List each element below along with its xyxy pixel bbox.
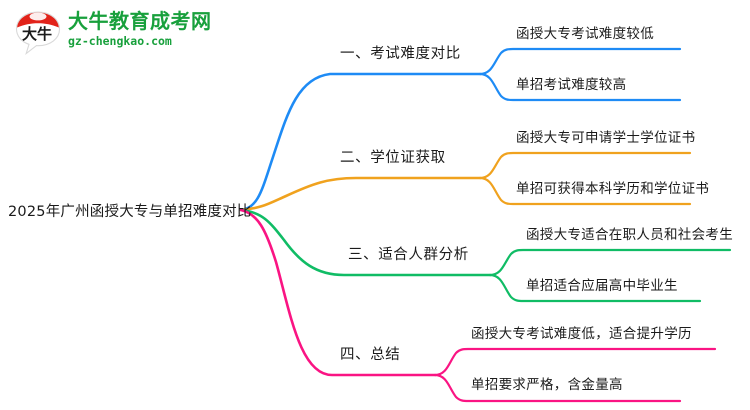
wire-leaf-2-1 xyxy=(478,151,692,180)
branch-node-3[interactable]: 三、适合人群分析 xyxy=(348,247,469,263)
branch-node-2[interactable]: 二、学位证获取 xyxy=(340,150,446,166)
leaf-node-3-2[interactable]: 单招适合应届高中毕业生 xyxy=(526,278,678,294)
wire-leaf-3-1 xyxy=(488,248,732,277)
leaf-node-4-2[interactable]: 单招要求严格，含金量高 xyxy=(471,377,623,393)
leaf-node-4-1[interactable]: 函授大专考试难度低，适合提升学历 xyxy=(471,326,692,342)
wire-leaf-4-1 xyxy=(433,347,717,377)
leaf-node-2-1[interactable]: 函授大专可申请学士学位证书 xyxy=(516,130,696,146)
wire-branch-3 xyxy=(239,208,492,277)
site-logo: 大牛 大牛教育成考网 gz-chengkao.com xyxy=(14,8,234,58)
wire-leaf-1-2 xyxy=(478,72,682,102)
logo-mark-icon: 大牛 xyxy=(15,11,61,55)
leaf-node-3-1[interactable]: 函授大专适合在职人员和社会考生 xyxy=(526,227,733,243)
wire-leaf-4-2 xyxy=(433,373,682,403)
leaf-node-2-2[interactable]: 单招可获得本科学历和学位证书 xyxy=(516,181,710,197)
leaf-node-1-2[interactable]: 单招考试难度较高 xyxy=(516,77,627,93)
wire-branch-4 xyxy=(239,208,437,377)
logo-brand-en: gz-chengkao.com xyxy=(68,34,172,48)
root-node[interactable]: 2025年广州函授大专与单招难度对比 xyxy=(8,204,252,220)
wire-branch-2 xyxy=(239,176,482,212)
logo-brand-cn: 大牛教育成考网 xyxy=(68,9,212,33)
wire-branch-1 xyxy=(239,72,482,212)
svg-text:大牛: 大牛 xyxy=(22,25,52,43)
wire-leaf-3-2 xyxy=(488,273,702,303)
wire-leaf-2-2 xyxy=(478,176,692,206)
wire-leaf-1-1 xyxy=(478,47,682,76)
leaf-node-1-1[interactable]: 函授大专考试难度较低 xyxy=(516,26,654,42)
branch-node-1[interactable]: 一、考试难度对比 xyxy=(340,46,461,62)
branch-node-4[interactable]: 四、总结 xyxy=(340,347,401,363)
